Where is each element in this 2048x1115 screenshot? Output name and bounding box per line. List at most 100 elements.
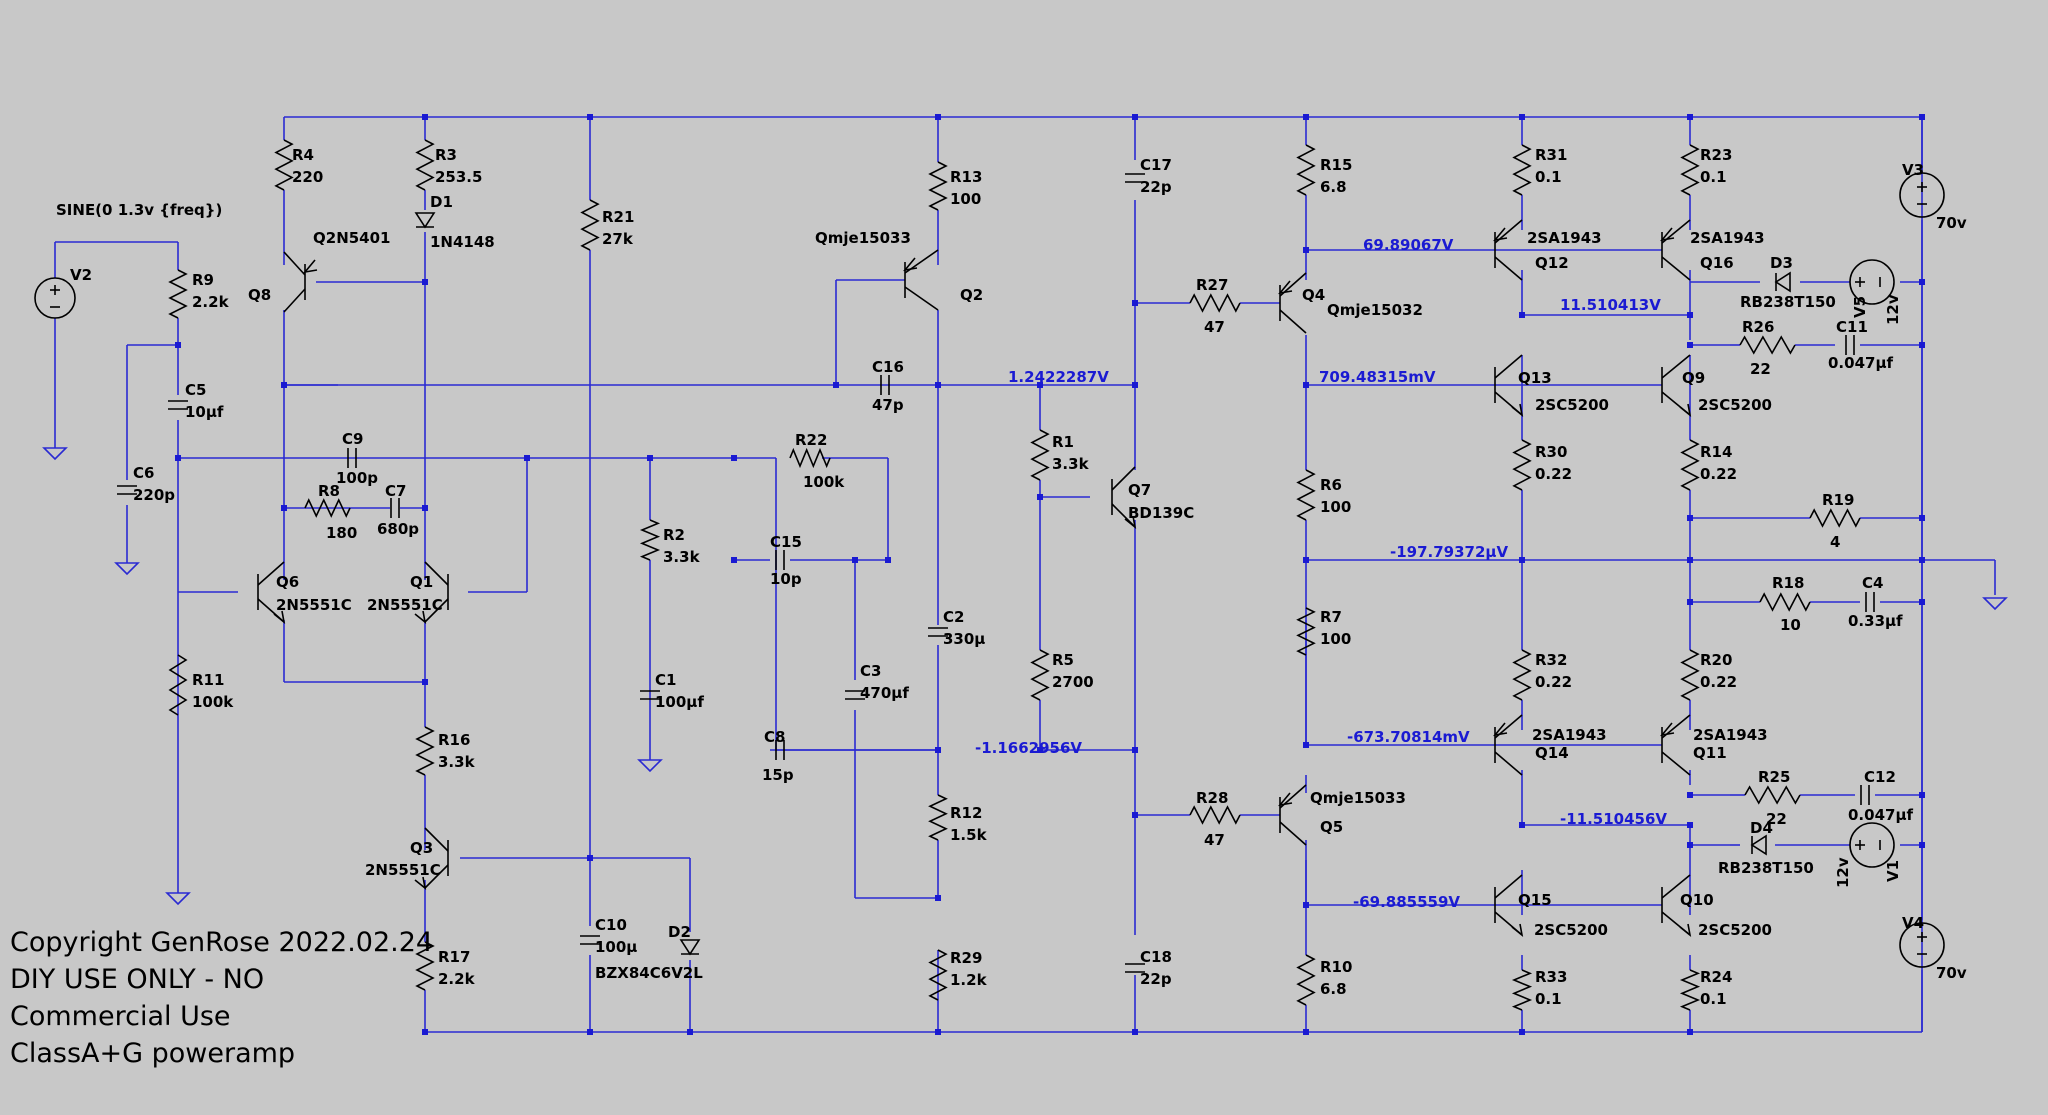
resistor-r13[interactable] (928, 161, 948, 211)
resistor-r9[interactable] (168, 269, 188, 319)
wire-junction (1132, 812, 1138, 818)
resistor-r29[interactable] (928, 949, 948, 1001)
capacitor-label-c9: C9 (342, 430, 363, 448)
resistor-r18[interactable] (1759, 592, 1811, 612)
resistor-value-r21: 27k (602, 230, 634, 248)
resistor-r22[interactable] (789, 447, 831, 469)
resistor-r33[interactable] (1511, 969, 1533, 1011)
voltage-source-v3[interactable] (1899, 172, 1945, 218)
resistor-label-r33: R33 (1535, 968, 1567, 986)
transistor-q6[interactable] (257, 561, 286, 624)
resistor-r11[interactable] (168, 654, 188, 716)
capacitor-value-c10: 100µ (595, 938, 637, 956)
resistor-r24[interactable] (1679, 969, 1701, 1011)
transistor-q13[interactable] (1494, 354, 1524, 417)
wire-junction (587, 1029, 593, 1035)
resistor-value-r9: 2.2k (192, 293, 230, 311)
resistor-r2[interactable] (639, 519, 661, 561)
diode-model-d4: RB238T150 (1718, 859, 1814, 877)
diode-d3[interactable] (1774, 271, 1791, 293)
voltage-source-v2[interactable] (34, 277, 76, 319)
source-expression-label: SINE(0 1.3v {freq}) (56, 201, 222, 219)
resistor-r30[interactable] (1512, 439, 1532, 491)
capacitor-c16[interactable] (880, 375, 890, 395)
transistor-q4[interactable] (1278, 272, 1307, 334)
wire-junction (1303, 114, 1309, 120)
resistor-r10[interactable] (1296, 954, 1316, 1006)
diode-d4[interactable] (1750, 834, 1767, 856)
wire-junction (833, 382, 839, 388)
capacitor-c18[interactable] (1125, 963, 1145, 973)
diode-label-d2: D2 (668, 923, 691, 941)
transistor-q7[interactable] (1111, 466, 1137, 529)
resistor-r21[interactable] (580, 199, 600, 251)
resistor-r4[interactable] (274, 139, 294, 191)
resistor-r5[interactable] (1030, 649, 1050, 701)
transistor-q5[interactable] (1278, 784, 1307, 846)
resistor-r19[interactable] (1809, 508, 1861, 528)
resistor-r1[interactable] (1030, 429, 1050, 481)
wire-junction (935, 1029, 941, 1035)
resistor-label-r14: R14 (1700, 443, 1732, 461)
capacitor-c8[interactable] (775, 740, 785, 760)
resistor-r27[interactable] (1189, 293, 1241, 313)
resistor-value-r3: 253.5 (435, 168, 482, 186)
capacitor-c3[interactable] (845, 690, 865, 700)
capacitor-c7[interactable] (390, 498, 400, 518)
resistor-value-r22: 100k (803, 473, 845, 491)
transistor-q10[interactable] (1661, 874, 1692, 937)
resistor-r7[interactable] (1296, 607, 1316, 656)
diode-d2[interactable] (679, 939, 701, 956)
transistor-q8[interactable] (283, 251, 318, 313)
transistor-q14[interactable] (1493, 714, 1523, 776)
capacitor-value-c5: 10µf (185, 403, 224, 421)
transistor-q1[interactable] (414, 561, 449, 624)
voltage-source-v4[interactable] (1899, 922, 1945, 968)
transistor-model-q11: 2SA1943 (1693, 726, 1768, 744)
capacitor-c9[interactable] (347, 448, 357, 468)
capacitor-c5[interactable] (168, 400, 188, 410)
transistor-q16[interactable] (1660, 219, 1691, 281)
transistor-q15[interactable] (1494, 874, 1524, 937)
transistor-label-q8: Q8 (248, 286, 271, 304)
transistor-q9[interactable] (1661, 354, 1692, 417)
capacitor-c4[interactable] (1865, 592, 1875, 612)
resistor-r6[interactable] (1296, 469, 1316, 521)
resistor-r26[interactable] (1739, 335, 1796, 355)
resistor-r17[interactable] (415, 941, 435, 991)
transistor-q2[interactable] (903, 249, 939, 311)
transistor-label-q10: Q10 (1680, 891, 1714, 909)
resistor-r32[interactable] (1512, 649, 1532, 701)
transistor-q11[interactable] (1660, 714, 1691, 776)
resistor-r28[interactable] (1189, 805, 1241, 825)
wire-junction (175, 455, 181, 461)
diode-d1[interactable] (414, 212, 436, 229)
capacitor-c1[interactable] (640, 690, 660, 700)
capacitor-c15[interactable] (775, 550, 785, 570)
resistor-r3[interactable] (415, 139, 435, 191)
resistor-r31[interactable] (1512, 144, 1532, 196)
resistor-r20[interactable] (1680, 649, 1700, 701)
voltage-source-v1[interactable] (1849, 822, 1895, 868)
resistor-r8[interactable] (304, 498, 351, 518)
resistor-value-r7: 100 (1320, 630, 1351, 648)
resistor-r14[interactable] (1680, 439, 1700, 491)
resistor-r23[interactable] (1680, 144, 1700, 196)
capacitor-c10[interactable] (580, 935, 600, 945)
transistor-q12[interactable] (1493, 219, 1523, 281)
voltage-source-v5[interactable] (1849, 259, 1895, 305)
resistor-r12[interactable] (928, 794, 948, 841)
transistor-label-q16: Q16 (1700, 254, 1734, 272)
capacitor-value-c8: 15p (762, 766, 794, 784)
resistor-r16[interactable] (415, 726, 435, 776)
capacitor-c2[interactable] (928, 627, 948, 637)
capacitor-c6[interactable] (117, 485, 137, 495)
resistor-label-r20: R20 (1700, 651, 1732, 669)
capacitor-c11[interactable] (1845, 335, 1855, 355)
resistor-r15[interactable] (1296, 144, 1316, 196)
capacitor-value-c2: 330µ (943, 630, 985, 648)
capacitor-c12[interactable] (1860, 785, 1870, 805)
resistor-r25[interactable] (1744, 785, 1801, 805)
transistor-q3[interactable] (414, 827, 449, 890)
capacitor-c17[interactable] (1125, 173, 1145, 183)
